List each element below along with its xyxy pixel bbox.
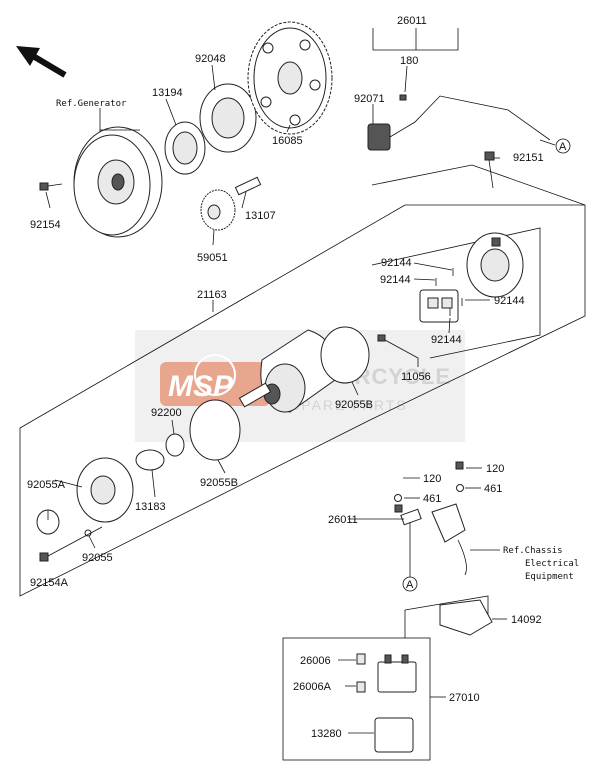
washer-461-right — [456, 484, 464, 492]
clutch-plate — [199, 83, 257, 153]
label-16085: 16085 — [272, 135, 303, 147]
battery-cable — [400, 508, 422, 565]
label-92144-b: 92144 — [380, 274, 411, 286]
label-ref-generator: Ref.Generator — [56, 99, 127, 109]
label-92055a: 92055A — [27, 479, 66, 491]
relay-cover-13280 — [374, 717, 414, 753]
starter-relay — [377, 654, 417, 693]
label-59051: 59051 — [197, 252, 228, 264]
label-21163: 21163 — [197, 289, 227, 301]
bolt-92154a — [39, 526, 103, 562]
leader-lines — [45, 28, 556, 734]
starter-frame-right — [369, 204, 586, 421]
label-92154: 92154 — [30, 219, 61, 231]
relay-cap — [431, 503, 467, 576]
label-92048: 92048 — [195, 53, 226, 65]
starter-motor — [238, 329, 337, 413]
bolt-92154 — [39, 182, 63, 191]
label-92055b-right: 92055B — [335, 399, 373, 411]
watermark-line2: SPARE PARTS — [290, 397, 408, 413]
lockwasher-13183 — [135, 449, 165, 471]
relay-bracket-14092 — [439, 599, 493, 636]
starter-frame-left — [19, 204, 406, 597]
label-92151: 92151 — [513, 152, 544, 164]
callout-a-bottom-label: A — [406, 579, 414, 591]
cover-frame-top — [371, 164, 586, 206]
starter-cable — [367, 94, 551, 151]
generator-rotor — [73, 126, 163, 238]
label-26011-top: 26011 — [397, 15, 427, 27]
label-180: 180 — [400, 55, 418, 67]
starter-cover — [466, 232, 524, 298]
label-92071: 92071 — [354, 93, 385, 105]
label-461-left: 461 — [423, 493, 441, 505]
fuse-26006a — [356, 681, 366, 693]
callout-a-top — [555, 138, 571, 154]
label-13183: 13183 — [135, 501, 166, 513]
brush-screw — [377, 334, 386, 342]
relay-frame — [282, 637, 431, 761]
label-14092: 14092 — [511, 614, 542, 626]
watermark-logo: MSP — [168, 370, 234, 403]
o-ring-92055b-right — [320, 326, 370, 384]
brush-frame — [371, 227, 541, 359]
label-13107: 13107 — [245, 210, 276, 222]
label-ref-chassis-1: Ref.Chassis — [503, 546, 563, 556]
idler-shaft — [234, 176, 262, 196]
front-direction-arrow-icon — [16, 46, 67, 78]
bolt-120-left — [394, 504, 403, 513]
label-120-right: 120 — [486, 463, 504, 475]
idler-gear-59051 — [200, 189, 236, 231]
callout-a-bottom — [402, 576, 418, 592]
label-ref-chassis-3: Equipment — [525, 572, 574, 582]
brush-springs — [435, 268, 463, 316]
washer-92200 — [165, 433, 185, 457]
brush-holder — [419, 289, 459, 323]
label-26006a: 26006A — [293, 681, 332, 693]
label-92055: 92055 — [82, 552, 113, 564]
label-92200: 92200 — [151, 407, 182, 419]
o-ring-92055b-left — [189, 399, 241, 461]
label-26006: 26006 — [300, 655, 331, 667]
watermark-logo-box — [160, 362, 270, 406]
label-11056: 11056 — [401, 371, 431, 383]
fuse-26006 — [356, 653, 366, 665]
label-ref-chassis-2: Electrical — [525, 559, 579, 569]
bolt-92151 — [484, 151, 495, 189]
label-92154a: 92154A — [30, 577, 69, 589]
starter-end-cover — [76, 457, 134, 523]
label-13280: 13280 — [311, 728, 342, 740]
label-120-left: 120 — [423, 473, 441, 485]
watermark-globe-icon — [194, 354, 236, 396]
label-92144-d: 92144 — [431, 334, 462, 346]
label-26011-bottom: 26011 — [328, 514, 358, 526]
bolt-120-right — [455, 461, 464, 470]
washer-461-left — [394, 494, 402, 502]
label-27010: 27010 — [449, 692, 480, 704]
callout-a-top-label: A — [559, 141, 567, 153]
label-92144-c: 92144 — [494, 295, 525, 307]
label-461-right: 461 — [484, 483, 502, 495]
one-way-clutch — [164, 121, 206, 175]
starter-gear-16085 — [247, 21, 333, 135]
label-13194: 13194 — [152, 87, 183, 99]
label-92144-a: 92144 — [381, 257, 412, 269]
label-92055b-left: 92055B — [200, 477, 238, 489]
